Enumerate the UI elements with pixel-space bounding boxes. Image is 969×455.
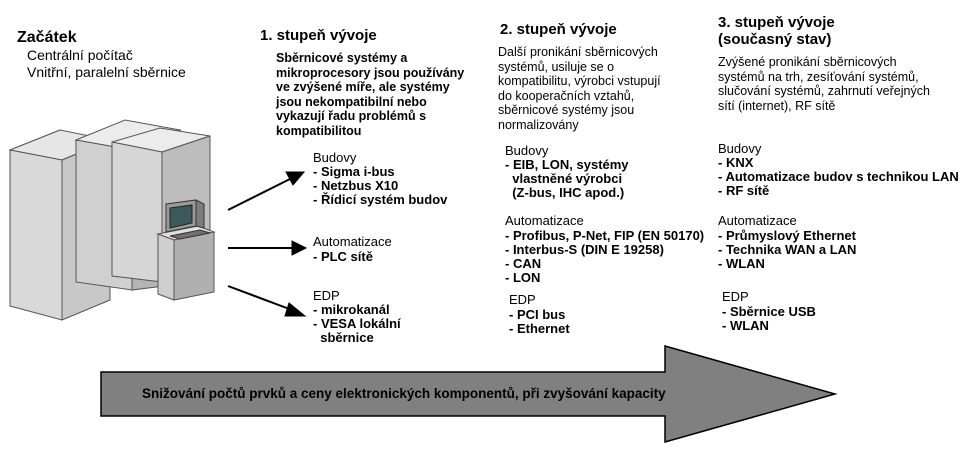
progress-arrow-shape [100, 345, 838, 443]
stage3-edp-heading: EDP [722, 289, 749, 304]
stage1-automatizace-heading: Automatizace [313, 234, 392, 249]
stage3-budovy-item: - KNX [718, 155, 754, 170]
stage2-description: Další pronikání sběrnicových systémů, us… [498, 45, 661, 132]
stage1-budovy-item: - Řídicí systém budov [313, 192, 448, 207]
stage2-budovy-heading: Budovy [505, 143, 549, 158]
stage2-budovy-item: - EIB, LON, systémy [505, 157, 629, 172]
stage1-budovy-item: - Netzbus X10 [313, 178, 399, 193]
stage3-budovy-item: - RF sítě [718, 183, 770, 198]
stage1-automatizace-item: - PLC sítě [313, 249, 373, 264]
stage1-edp-item: sběrnice [313, 330, 374, 345]
start-line-1: Centrální počítač [27, 47, 133, 63]
stage2-budovy-item: (Z-bus, IHC apod.) [505, 185, 625, 200]
stage2-edp-item: - Ethernet [509, 321, 570, 336]
stage2-budovy-item: vlastněné výrobci [505, 171, 623, 186]
stage2-automatizace-item: - Profibus, P-Net, FIP (EN 50170) [505, 228, 705, 243]
stage3-subtitle: (současný stav) [718, 31, 832, 48]
stage3-automatizace-heading: Automatizace [718, 213, 797, 228]
pointer-arrow-budovy [227, 171, 306, 211]
mainframe-computer-icon [8, 119, 211, 321]
terminal-workstation-icon [156, 199, 216, 301]
stage3-edp-item: - WLAN [722, 318, 769, 333]
stage3-edp-item: - Sběrnice USB [722, 304, 816, 319]
stage1-budovy-heading: Budovy [313, 150, 357, 165]
stage3-description: Zvýšené pronikání sběrnicových systémů n… [718, 55, 930, 113]
stage3-automatizace-item: - Technika WAN a LAN [718, 242, 857, 257]
start-title: Začátek [17, 29, 77, 46]
stage1-budovy-item: - Sigma i-bus [313, 164, 395, 179]
progress-arrow-label: Snižování počtů prvků a ceny elektronick… [142, 386, 666, 401]
stage3-automatizace-item: - WLAN [718, 256, 765, 271]
stage1-edp-heading: EDP [313, 288, 340, 303]
stage1-description: Sběrnicové systémy a mikroprocesory jsou… [276, 51, 465, 138]
stage2-automatizace-heading: Automatizace [505, 213, 584, 228]
pointer-arrow-automatizace [228, 240, 308, 256]
stage2-automatizace-item: - CAN [505, 256, 542, 271]
stage1-edp-item: - mikrokanál [313, 302, 390, 317]
stage2-automatizace-item: - LON [505, 270, 541, 285]
stage2-edp-item: - PCI bus [509, 307, 566, 322]
stage2-title: 2. stupeň vývoje [500, 21, 617, 38]
stage3-budovy-heading: Budovy [718, 141, 762, 156]
stage1-title: 1. stupeň vývoje [260, 27, 377, 44]
stage3-budovy-item: - Automatizace budov s technikou LAN [718, 169, 959, 184]
stage2-automatizace-item: - Interbus-S (DIN E 19258) [505, 242, 664, 257]
stage1-edp-item: - VESA lokální [313, 316, 401, 331]
pointer-arrow-edp [227, 285, 307, 317]
stage2-edp-heading: EDP [509, 292, 536, 307]
stage3-title: 3. stupeň vývoje [718, 14, 835, 31]
start-line-2: Vnitřní, paralelní sběrnice [27, 64, 186, 80]
stage3-automatizace-item: - Průmyslový Ethernet [718, 228, 856, 243]
